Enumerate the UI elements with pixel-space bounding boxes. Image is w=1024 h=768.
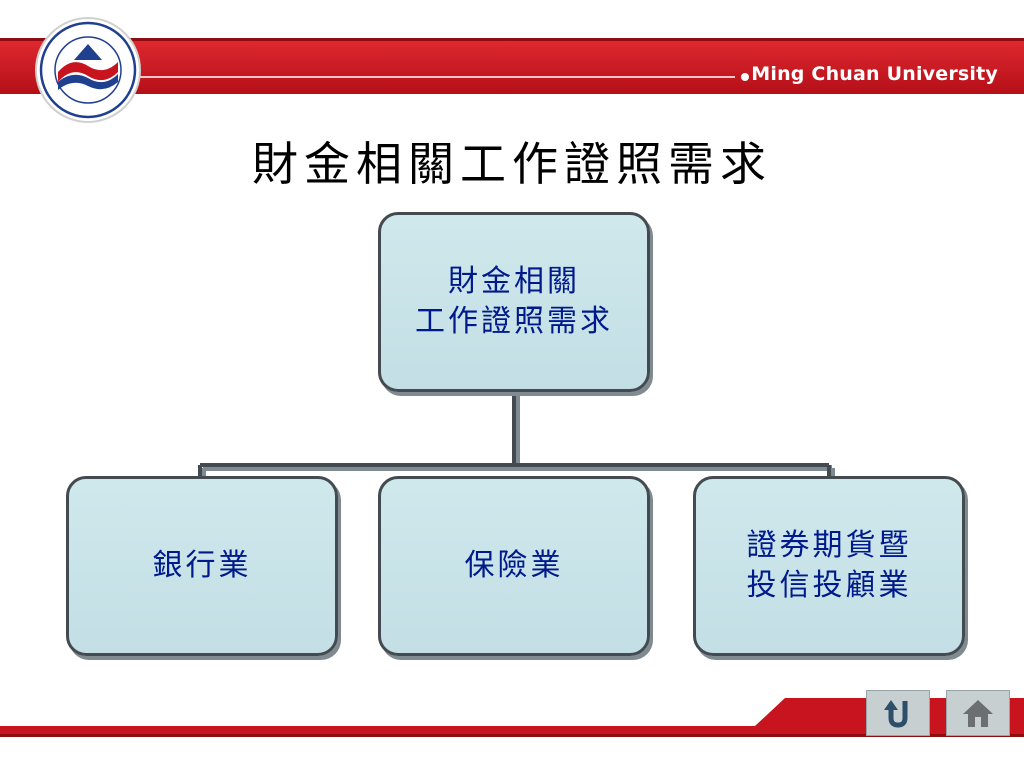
return-arrow-icon: [884, 700, 908, 728]
child-node-banking: 銀行業: [66, 476, 338, 656]
root-node-line-1: 財金相關: [448, 263, 580, 299]
university-name: Ming Chuan University: [751, 63, 998, 85]
header-band: [0, 38, 1024, 94]
page-title: 財金相關工作證照需求: [252, 137, 772, 191]
root-node: 財金相關 工作證照需求: [378, 212, 650, 392]
home-button[interactable]: [946, 690, 1010, 736]
back-button[interactable]: [866, 690, 930, 736]
footer-band: [0, 698, 1024, 737]
university-seal-icon: [35, 17, 141, 123]
root-node-line-2: 工作證照需求: [415, 304, 613, 339]
child-node-line-2: 投信投顧業: [746, 568, 912, 603]
child-node-insurance: 保險業: [378, 476, 650, 656]
child-node-line-1: 證券期貨暨: [746, 527, 912, 563]
home-icon: [963, 700, 993, 727]
child-node-label: 銀行業: [152, 547, 252, 583]
child-node-securities: 證券期貨暨 投信投顧業: [693, 476, 965, 656]
child-node-label: 保險業: [464, 547, 564, 583]
